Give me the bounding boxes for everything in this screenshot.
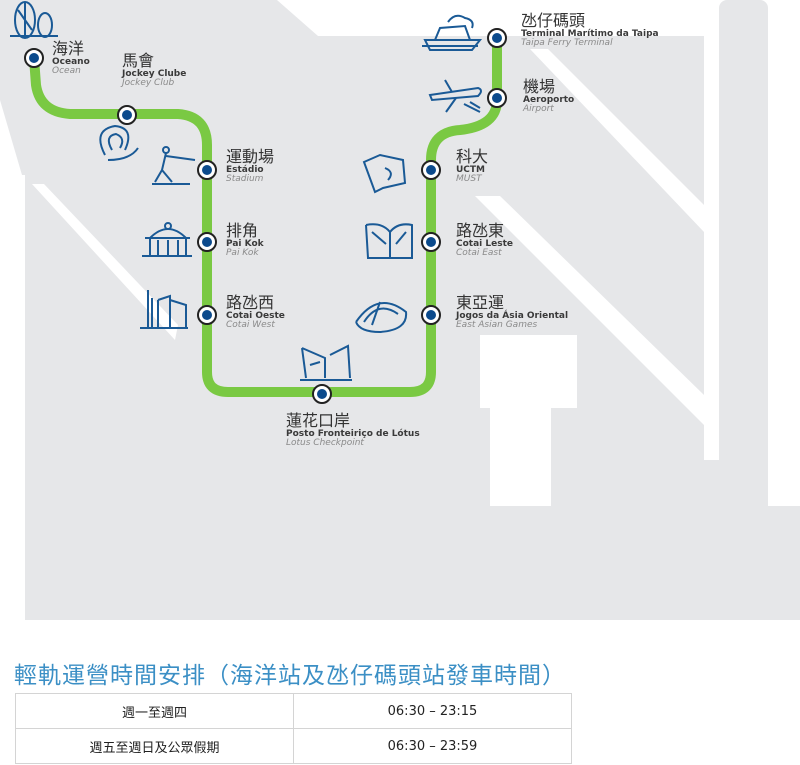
airplane-icon	[428, 79, 482, 113]
station-name-zh: 馬會	[122, 51, 155, 70]
ferry-icon	[422, 14, 483, 51]
station-marker[interactable]	[421, 160, 441, 180]
station-name-en: Lotus Checkpoint	[286, 438, 364, 449]
table-row: 週一至週四 06:30 – 23:15	[15, 693, 572, 729]
land-areas	[0, 0, 800, 620]
station-name-pt: Cotai Leste	[456, 238, 513, 249]
station-name-en: Jockey Club	[122, 78, 175, 89]
station-name-pt: Pai Kok	[226, 238, 264, 249]
station-name-zh: 東亞運	[456, 293, 505, 312]
station-name-en: Cotai East	[456, 248, 502, 259]
landmark-icons	[10, 1, 483, 381]
station-name-en: Taipa Ferry Terminal	[521, 38, 613, 49]
station-name-zh: 運動場	[226, 147, 275, 166]
schedule-table: 週一至週四 06:30 – 23:15 週五至週日及公眾假期 06:30 – 2…	[15, 693, 572, 764]
station-name-en: Airport	[523, 104, 554, 115]
station-name-en: Pai Kok	[226, 248, 259, 259]
station-name-en: MUST	[456, 174, 482, 185]
lrt-line	[29, 33, 502, 397]
station-name-pt: Cotai Oeste	[226, 310, 285, 321]
station-name-pt: UCTM	[456, 164, 486, 175]
hours-cell: 06:30 – 23:15	[293, 693, 572, 729]
station-name-pt: Terminal Marítimo da Taipa	[521, 28, 659, 39]
pavilion-icon	[142, 222, 192, 257]
station-name-zh: 路氹西	[226, 293, 275, 312]
station-marker[interactable]	[487, 28, 507, 48]
hours-cell: 06:30 – 23:59	[293, 728, 572, 764]
station-name-pt: Posto Fronteiriço de Lótus	[286, 428, 420, 439]
station-marker[interactable]	[421, 305, 441, 325]
station-marker[interactable]	[197, 232, 217, 252]
station-name-pt: Jogos da Ásia Oriental	[456, 310, 569, 321]
station-name-en: Ocean	[52, 66, 81, 77]
horseshoe-icon	[99, 124, 139, 161]
dome-icon	[355, 301, 408, 334]
station-name-pt: Estádio	[226, 164, 264, 175]
days-cell: 週五至週日及公眾假期	[15, 728, 294, 764]
station-name-zh: 海洋	[52, 39, 85, 58]
days-cell: 週一至週四	[15, 693, 294, 729]
station-marker[interactable]	[312, 384, 332, 404]
station-name-zh: 排角	[226, 221, 259, 240]
station-name-en: Stadium	[226, 174, 264, 185]
towers-icon	[10, 1, 58, 39]
station-name-zh: 蓮花口岸	[286, 411, 351, 430]
station-name-en: East Asian Games	[456, 320, 538, 331]
station-marker[interactable]	[197, 305, 217, 325]
station-name-zh: 氹仔碼頭	[521, 11, 586, 30]
station-name-pt: Oceano	[52, 56, 90, 67]
map-icon	[362, 153, 407, 194]
station-name-pt: Aeroporto	[523, 94, 575, 105]
station-marker[interactable]	[197, 160, 217, 180]
athlete-icon	[152, 146, 196, 185]
station-name-zh: 機場	[523, 77, 556, 96]
lrt-map	[0, 0, 800, 620]
schedule-title: 輕軌運營時間安排（海洋站及氹仔碼頭站發車時間）	[14, 663, 566, 689]
station-name-en: Cotai West	[226, 320, 275, 331]
station-name-pt: Jockey Clube	[122, 68, 187, 79]
station-marker[interactable]	[117, 105, 137, 125]
book-icon	[365, 223, 413, 259]
checkpoint-icon	[300, 344, 352, 381]
station-marker[interactable]	[421, 232, 441, 252]
station-marker[interactable]	[24, 48, 44, 68]
station-name-zh: 路氹東	[456, 221, 505, 240]
buildings-icon	[140, 290, 188, 329]
table-row: 週五至週日及公眾假期 06:30 – 23:59	[15, 728, 572, 764]
station-name-zh: 科大	[456, 147, 489, 166]
station-marker[interactable]	[487, 88, 507, 108]
